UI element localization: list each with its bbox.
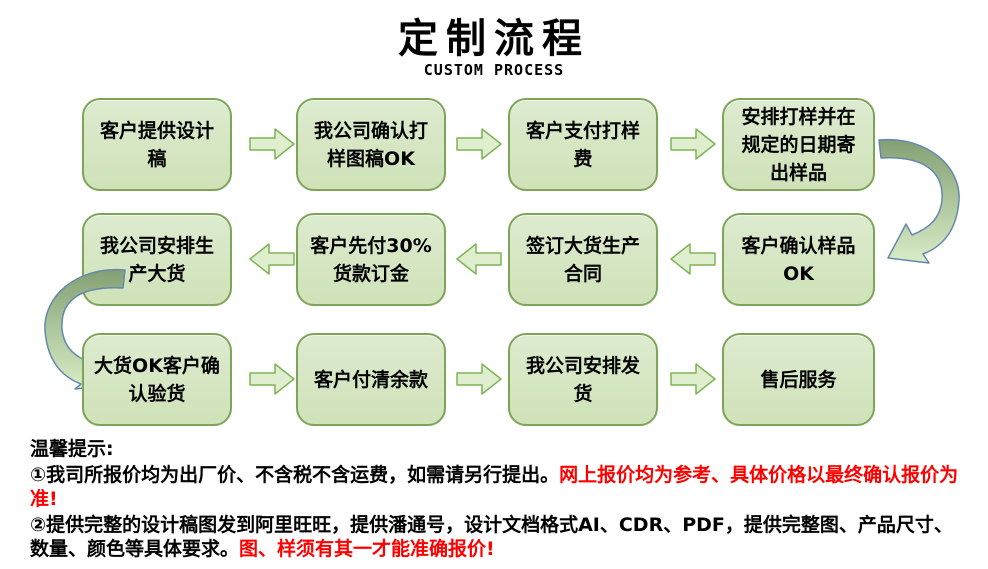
arrow-right-icon xyxy=(456,128,502,160)
page-title: 定制流程 xyxy=(398,15,590,62)
arrow-right-icon xyxy=(249,128,295,160)
curved-arrow-down-right-icon xyxy=(44,268,126,390)
arrow-right-icon xyxy=(456,363,502,395)
tip-2-red: 图、样须有其一才能准确报价! xyxy=(239,538,495,560)
flow-box-row1-col2: 我公司确认打样图稿OK xyxy=(296,98,446,191)
flow-box-row3-col4: 售后服务 xyxy=(722,333,875,426)
tips-section: 温馨提示: ①我司所报价均为出厂价、不含税不含运费，如需请另行提出。网上报价均为… xyxy=(30,437,963,563)
flow-box-row2-col4: 客户确认样品OK xyxy=(722,213,875,306)
flow-box-row3-col2: 客户付清余款 xyxy=(296,333,446,426)
flow-box-row1-col4: 安排打样并在规定的日期寄出样品 xyxy=(722,98,875,191)
arrow-right-icon xyxy=(670,363,716,395)
flow-box-row3-col1: 大货OK客户确认验货 xyxy=(82,333,232,426)
tips-heading: 温馨提示: xyxy=(30,438,114,460)
flow-box-row1-col3: 客户支付打样费 xyxy=(508,98,658,191)
arrow-right-icon xyxy=(249,363,295,395)
flow-box-row1-col1: 客户提供设计稿 xyxy=(82,98,232,191)
arrow-right-icon xyxy=(670,128,716,160)
flow-box-row2-col3: 签订大货生产合同 xyxy=(508,213,658,306)
tip-line-2: ②提供完整的设计稿图发到阿里旺旺，提供潘通号，设计文档格式AI、CDR、PDF，… xyxy=(30,513,963,561)
tip-2-black: ②提供完整的设计稿图发到阿里旺旺，提供潘通号，设计文档格式AI、CDR、PDF，… xyxy=(30,514,953,560)
tip-1-black: ①我司所报价均为出厂价、不含税不含运费，如需请另行提出。 xyxy=(30,464,560,486)
arrow-left-icon xyxy=(249,243,295,275)
tip-line-1: ①我司所报价均为出厂价、不含税不含运费，如需请另行提出。网上报价均为参考、具体价… xyxy=(30,463,963,511)
flow-box-row3-col3: 我公司安排发货 xyxy=(508,333,658,426)
curved-arrow-down-left-icon xyxy=(878,138,960,264)
flow-box-row2-col1: 我公司安排生产大货 xyxy=(82,213,232,306)
tip-1-red: 网上报价均为参考、具体价格以最终确认报价为准! xyxy=(30,464,959,510)
flow-box-row2-col2: 客户先付30%货款订金 xyxy=(296,213,446,306)
arrow-left-icon xyxy=(670,243,716,275)
page-subtitle: CUSTOM PROCESS xyxy=(423,61,565,79)
arrow-left-icon xyxy=(456,243,502,275)
